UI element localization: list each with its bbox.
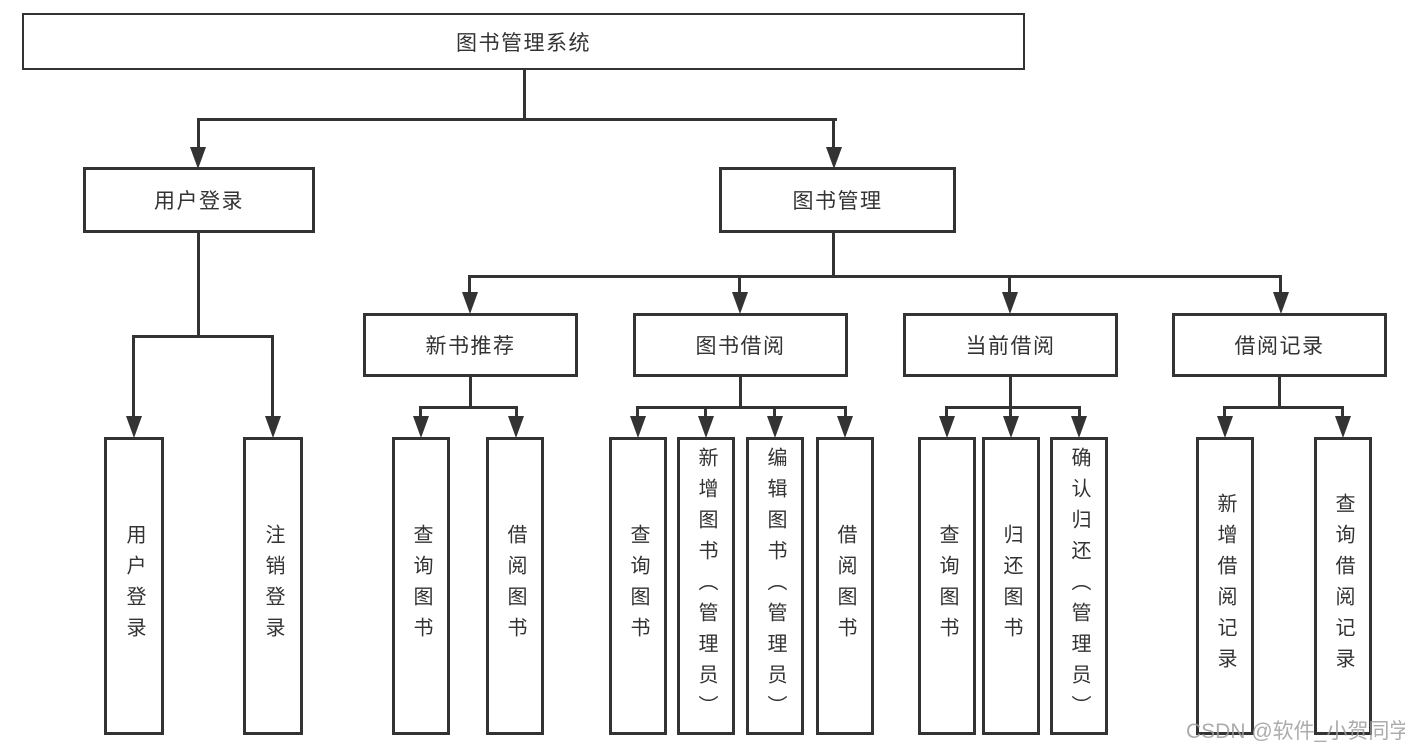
node-label: 新增图书（管理员）	[695, 446, 717, 726]
node-label: 新书推荐	[425, 335, 516, 358]
node-label: 借阅记录	[1234, 335, 1325, 358]
arrow-down-icon	[1071, 416, 1087, 438]
node-book-management: 图书管理	[719, 167, 956, 233]
leaf-borrow-books-recommend: 借阅图书	[486, 437, 544, 735]
connector-line	[832, 118, 835, 152]
connector-line	[468, 275, 1282, 278]
connector-line	[636, 406, 639, 422]
node-label: 编辑图书（管理员）	[764, 446, 786, 726]
arrow-down-icon	[698, 416, 714, 438]
node-label: 新增借阅记录	[1214, 493, 1236, 679]
arrow-down-icon	[508, 416, 524, 438]
connector-line	[1223, 406, 1226, 422]
leaf-add-book-admin: 新增图书（管理员）	[677, 437, 735, 735]
arrow-down-icon	[1335, 416, 1351, 438]
node-label: 借阅图书	[834, 524, 856, 648]
connector-line	[197, 118, 200, 152]
node-label: 注销登录	[262, 524, 284, 648]
leaf-return-book: 归还图书	[982, 437, 1040, 735]
connector-line	[523, 70, 526, 118]
connector-line	[132, 335, 135, 421]
arrow-down-icon	[767, 416, 783, 438]
arrow-down-icon	[1003, 416, 1019, 438]
connector-line	[419, 406, 518, 409]
arrow-down-icon	[826, 147, 842, 169]
leaf-add-borrow-record: 新增借阅记录	[1196, 437, 1254, 735]
node-book-borrowing: 图书借阅	[633, 313, 848, 377]
arrow-down-icon	[732, 292, 748, 314]
connector-line	[945, 406, 1081, 409]
connector-line	[468, 275, 471, 297]
arrow-down-icon	[1273, 292, 1289, 314]
node-label: 查询借阅记录	[1332, 493, 1354, 679]
connector-line	[1009, 406, 1012, 422]
connector-line	[1008, 275, 1011, 297]
node-label: 用户登录	[154, 190, 244, 213]
arrow-down-icon	[1002, 292, 1018, 314]
node-new-book-recommend: 新书推荐	[363, 313, 578, 377]
node-label: 归还图书	[1000, 524, 1022, 648]
connector-line	[469, 377, 472, 406]
node-label: 图书管理	[792, 190, 883, 213]
leaf-query-borrow-record: 查询借阅记录	[1314, 437, 1372, 735]
arrow-down-icon	[462, 292, 478, 314]
leaf-borrow-books: 借阅图书	[816, 437, 874, 735]
connector-line	[1009, 377, 1012, 406]
node-user-login: 用户登录	[83, 167, 315, 233]
leaf-query-books-borrowing: 查询图书	[609, 437, 667, 735]
node-library-management-system: 图书管理系统	[22, 13, 1025, 70]
csdn-watermark: CSDN @软件_小贺同学	[1186, 720, 1405, 743]
node-label: 查询图书	[627, 524, 649, 648]
connector-line	[738, 275, 741, 297]
arrow-down-icon	[939, 416, 955, 438]
connector-line	[1223, 406, 1343, 409]
arrow-down-icon	[630, 416, 646, 438]
node-label: 确认归还（管理员）	[1068, 446, 1090, 726]
arrow-down-icon	[265, 416, 281, 438]
leaf-confirm-return-admin: 确认归还（管理员）	[1050, 437, 1108, 735]
node-label: 借阅图书	[504, 524, 526, 648]
node-label: 查询图书	[936, 524, 958, 648]
connector-line	[945, 406, 948, 422]
connector-line	[832, 233, 835, 275]
connector-line	[197, 118, 837, 121]
node-label: 用户登录	[123, 524, 145, 648]
connector-line	[132, 335, 274, 338]
connector-line	[704, 406, 707, 422]
leaf-user-login: 用户登录	[104, 437, 164, 735]
node-label: 图书管理系统	[456, 31, 591, 55]
node-label: 当前借阅	[965, 335, 1056, 358]
arrow-down-icon	[837, 416, 853, 438]
leaf-query-books-current: 查询图书	[918, 437, 976, 735]
node-borrowing-records: 借阅记录	[1172, 313, 1387, 377]
connector-line	[1341, 406, 1344, 422]
connector-line	[197, 233, 200, 335]
connector-line	[1279, 275, 1282, 297]
node-current-borrowing: 当前借阅	[903, 313, 1118, 377]
connector-line	[636, 406, 847, 409]
node-label: 查询图书	[410, 524, 432, 648]
leaf-query-books-recommend: 查询图书	[392, 437, 450, 735]
connector-line	[739, 377, 742, 406]
arrow-down-icon	[413, 416, 429, 438]
arrow-down-icon	[1217, 416, 1233, 438]
node-label: 图书借阅	[695, 335, 786, 358]
connector-line	[419, 406, 422, 422]
connector-line	[773, 406, 776, 422]
connector-line	[844, 406, 847, 422]
connector-line	[1278, 377, 1281, 406]
arrow-down-icon	[126, 416, 142, 438]
leaf-edit-book-admin: 编辑图书（管理员）	[746, 437, 804, 735]
arrow-down-icon	[190, 147, 206, 169]
connector-line	[515, 406, 518, 422]
connector-line	[1078, 406, 1081, 422]
connector-line	[271, 335, 274, 421]
leaf-logout: 注销登录	[243, 437, 303, 735]
